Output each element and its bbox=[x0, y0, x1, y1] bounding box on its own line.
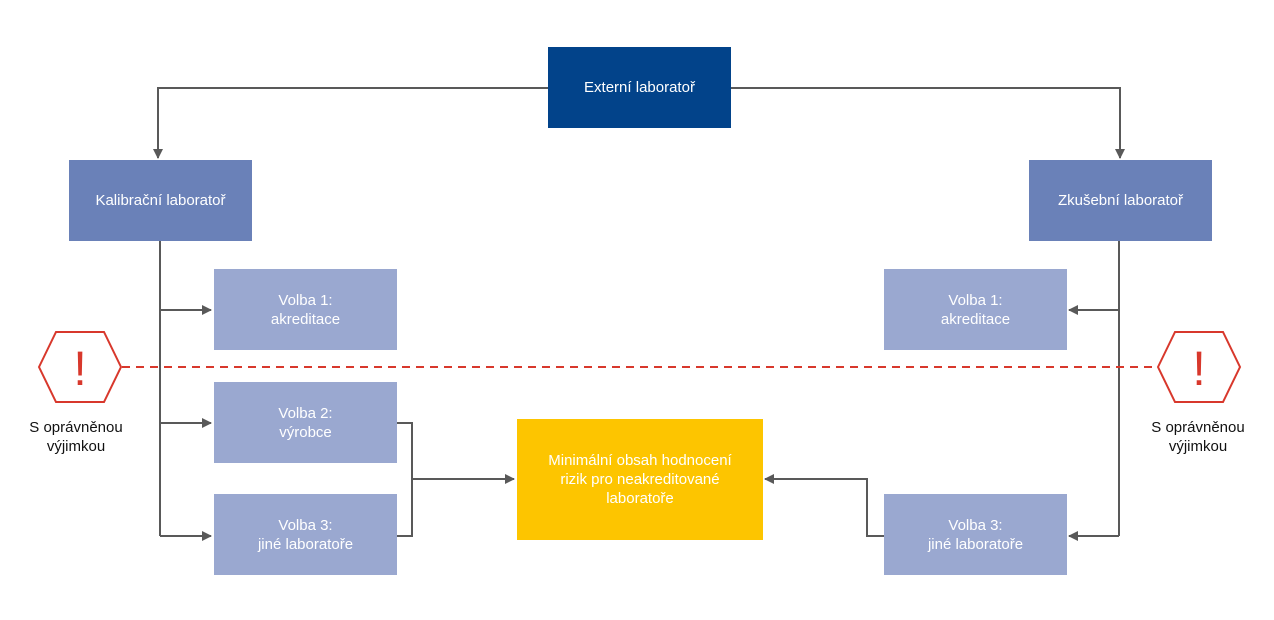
node-right-option3: Volba 3: jiné laboratoře bbox=[884, 494, 1067, 575]
node-external-lab-label: Externí laboratoř bbox=[584, 79, 695, 96]
node-left-option3: Volba 3: jiné laboratoře bbox=[214, 494, 397, 575]
warning-label-left: S oprávněnou výjimkou bbox=[29, 419, 123, 455]
node-right-option3-label: Volba 3: jiné laboratoře bbox=[927, 516, 1024, 553]
warning-label-right: S oprávněnou výjimkou bbox=[1151, 419, 1245, 455]
node-testing-lab: Zkušební laboratoř bbox=[1029, 160, 1212, 241]
node-calibration-lab-label: Kalibrační laboratoř bbox=[95, 192, 226, 209]
node-left-option2-label: Volba 2: výrobce bbox=[278, 404, 333, 441]
node-minimum-risk-assessment-label: Minimální obsah hodnocení rizik pro neak… bbox=[548, 452, 732, 507]
node-right-option1: Volba 1: akreditace bbox=[884, 269, 1067, 350]
warning-exclamation-left: ! bbox=[73, 343, 86, 396]
node-left-option1-label: Volba 1: akreditace bbox=[270, 291, 341, 328]
warning-hexagon-right-icon bbox=[1156, 331, 1242, 403]
connector-left-option2-out bbox=[397, 422, 413, 537]
node-external-lab: Externí laboratoř bbox=[548, 47, 731, 128]
node-left-option1: Volba 1: akreditace bbox=[214, 269, 397, 350]
node-calibration-lab: Kalibrační laboratoř bbox=[69, 160, 252, 241]
connector-external-to-calibration bbox=[153, 87, 548, 159]
node-minimum-risk-assessment: Minimální obsah hodnocení rizik pro neak… bbox=[517, 419, 763, 540]
node-left-option3-label: Volba 3: jiné laboratoře bbox=[257, 516, 354, 553]
warning-hexagon-left-icon bbox=[37, 331, 123, 403]
node-left-option2: Volba 2: výrobce bbox=[214, 382, 397, 463]
node-right-option1-label: Volba 1: akreditace bbox=[940, 291, 1011, 328]
connector-external-to-testing bbox=[730, 87, 1125, 159]
connector-right-to-minimum bbox=[764, 474, 884, 537]
node-testing-lab-label: Zkušební laboratoř bbox=[1057, 192, 1184, 209]
warning-exclamation-right: ! bbox=[1192, 343, 1205, 396]
